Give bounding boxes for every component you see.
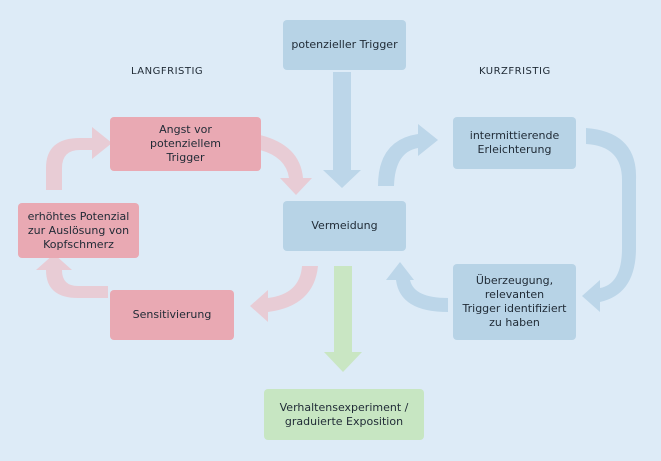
arrow-potenzial-to-angst bbox=[46, 127, 112, 190]
arrow-angst-to-vermeidung bbox=[260, 135, 312, 195]
arrow-ueberzeugung-to-vermeidung bbox=[386, 262, 448, 312]
node-verhaltensexperiment: Verhaltensexperiment / graduierte Exposi… bbox=[264, 389, 424, 440]
arrow-trigger-to-vermeidung bbox=[323, 72, 361, 188]
node-sensitivierung: Sensitivierung bbox=[110, 290, 234, 340]
arrow-sensitivierung-to-potenzial bbox=[36, 254, 108, 298]
node-angst: Angst vor potenziellem Trigger bbox=[110, 117, 261, 171]
arrow-vermeidung-to-experiment bbox=[324, 266, 362, 372]
node-ueberzeugung: Überzeugung, relevanten Trigger identifi… bbox=[453, 264, 576, 340]
node-vermeidung: Vermeidung bbox=[283, 201, 406, 251]
label-kurzfristig: KURZFRISTIG bbox=[479, 66, 551, 77]
arrow-vermeidung-to-sensitivierung bbox=[250, 266, 318, 322]
node-potenzieller-trigger: potenzieller Trigger bbox=[283, 20, 406, 70]
arrow-vermeidung-to-erleichterung bbox=[378, 124, 438, 186]
label-langfristig: LANGFRISTIG bbox=[131, 66, 204, 77]
node-erhoehtes-potenzial: erhöhtes Potenzial zur Auslösung von Kop… bbox=[18, 203, 139, 258]
arrow-erleichterung-to-ueberzeugung bbox=[582, 128, 637, 312]
node-erleichterung: intermittierende Erleichterung bbox=[453, 117, 576, 169]
